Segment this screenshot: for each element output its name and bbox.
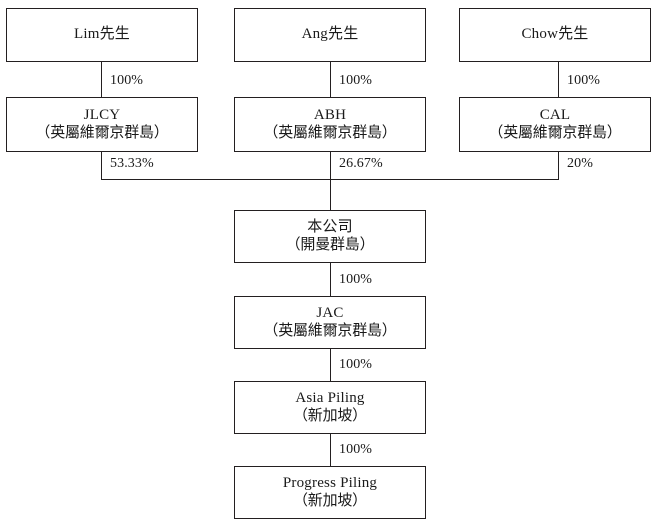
node-abh-title: ABH <box>313 106 347 123</box>
connector-ang-abh <box>330 62 331 97</box>
node-lim: Lim先生 <box>6 8 198 62</box>
node-company-title: 本公司 <box>307 218 353 235</box>
node-progress-piling-title: Progress Piling <box>282 474 378 491</box>
node-cal: CAL （英屬維爾京群島） <box>459 97 651 152</box>
node-jac-jurisdiction: （英屬維爾京群島） <box>263 322 397 339</box>
node-company-jurisdiction: （開曼群島） <box>285 236 375 253</box>
node-asia-piling-jurisdiction: （新加坡） <box>292 407 367 424</box>
node-chow-title: Chow先生 <box>521 26 589 43</box>
node-cal-title: CAL <box>539 106 571 123</box>
connector-abh-drop <box>330 152 331 180</box>
connector-cal-drop <box>558 152 559 180</box>
edge-label-jac-asia-piling: 100% <box>339 357 373 372</box>
edge-label-company-jac: 100% <box>339 272 373 287</box>
node-ang: Ang先生 <box>234 8 426 62</box>
connector-bus-to-company <box>330 179 331 210</box>
edge-label-cal-company: 20% <box>567 156 593 171</box>
node-company: 本公司 （開曼群島） <box>234 210 426 263</box>
connector-jac-asia-piling <box>330 349 331 381</box>
node-lim-title: Lim先生 <box>74 26 130 43</box>
node-asia-piling: Asia Piling （新加坡） <box>234 381 426 434</box>
node-abh-jurisdiction: （英屬維爾京群島） <box>263 124 397 141</box>
node-progress-piling-jurisdiction: （新加坡） <box>292 492 367 509</box>
node-jlcy-jurisdiction: （英屬維爾京群島） <box>35 124 169 141</box>
edge-label-ang-abh: 100% <box>339 73 373 88</box>
connector-lim-jlcy <box>101 62 102 97</box>
node-jlcy: JLCY （英屬維爾京群島） <box>6 97 198 152</box>
edge-label-abh-company: 26.67% <box>339 156 383 171</box>
edge-label-chow-cal: 100% <box>567 73 601 88</box>
connector-chow-cal <box>558 62 559 97</box>
edge-label-jlcy-company: 53.33% <box>110 156 154 171</box>
node-jac-title: JAC <box>316 304 344 321</box>
edge-label-asia-progress-piling: 100% <box>339 442 373 457</box>
node-cal-jurisdiction: （英屬維爾京群島） <box>488 124 622 141</box>
node-jlcy-title: JLCY <box>83 106 121 123</box>
node-progress-piling: Progress Piling （新加坡） <box>234 466 426 519</box>
node-asia-piling-title: Asia Piling <box>295 389 365 406</box>
connector-asia-progress-piling <box>330 434 331 466</box>
node-abh: ABH （英屬維爾京群島） <box>234 97 426 152</box>
node-ang-title: Ang先生 <box>301 26 359 43</box>
connector-company-jac <box>330 263 331 296</box>
edge-label-lim-jlcy: 100% <box>110 73 144 88</box>
node-jac: JAC （英屬維爾京群島） <box>234 296 426 349</box>
connector-jlcy-drop <box>101 152 102 180</box>
node-chow: Chow先生 <box>459 8 651 62</box>
